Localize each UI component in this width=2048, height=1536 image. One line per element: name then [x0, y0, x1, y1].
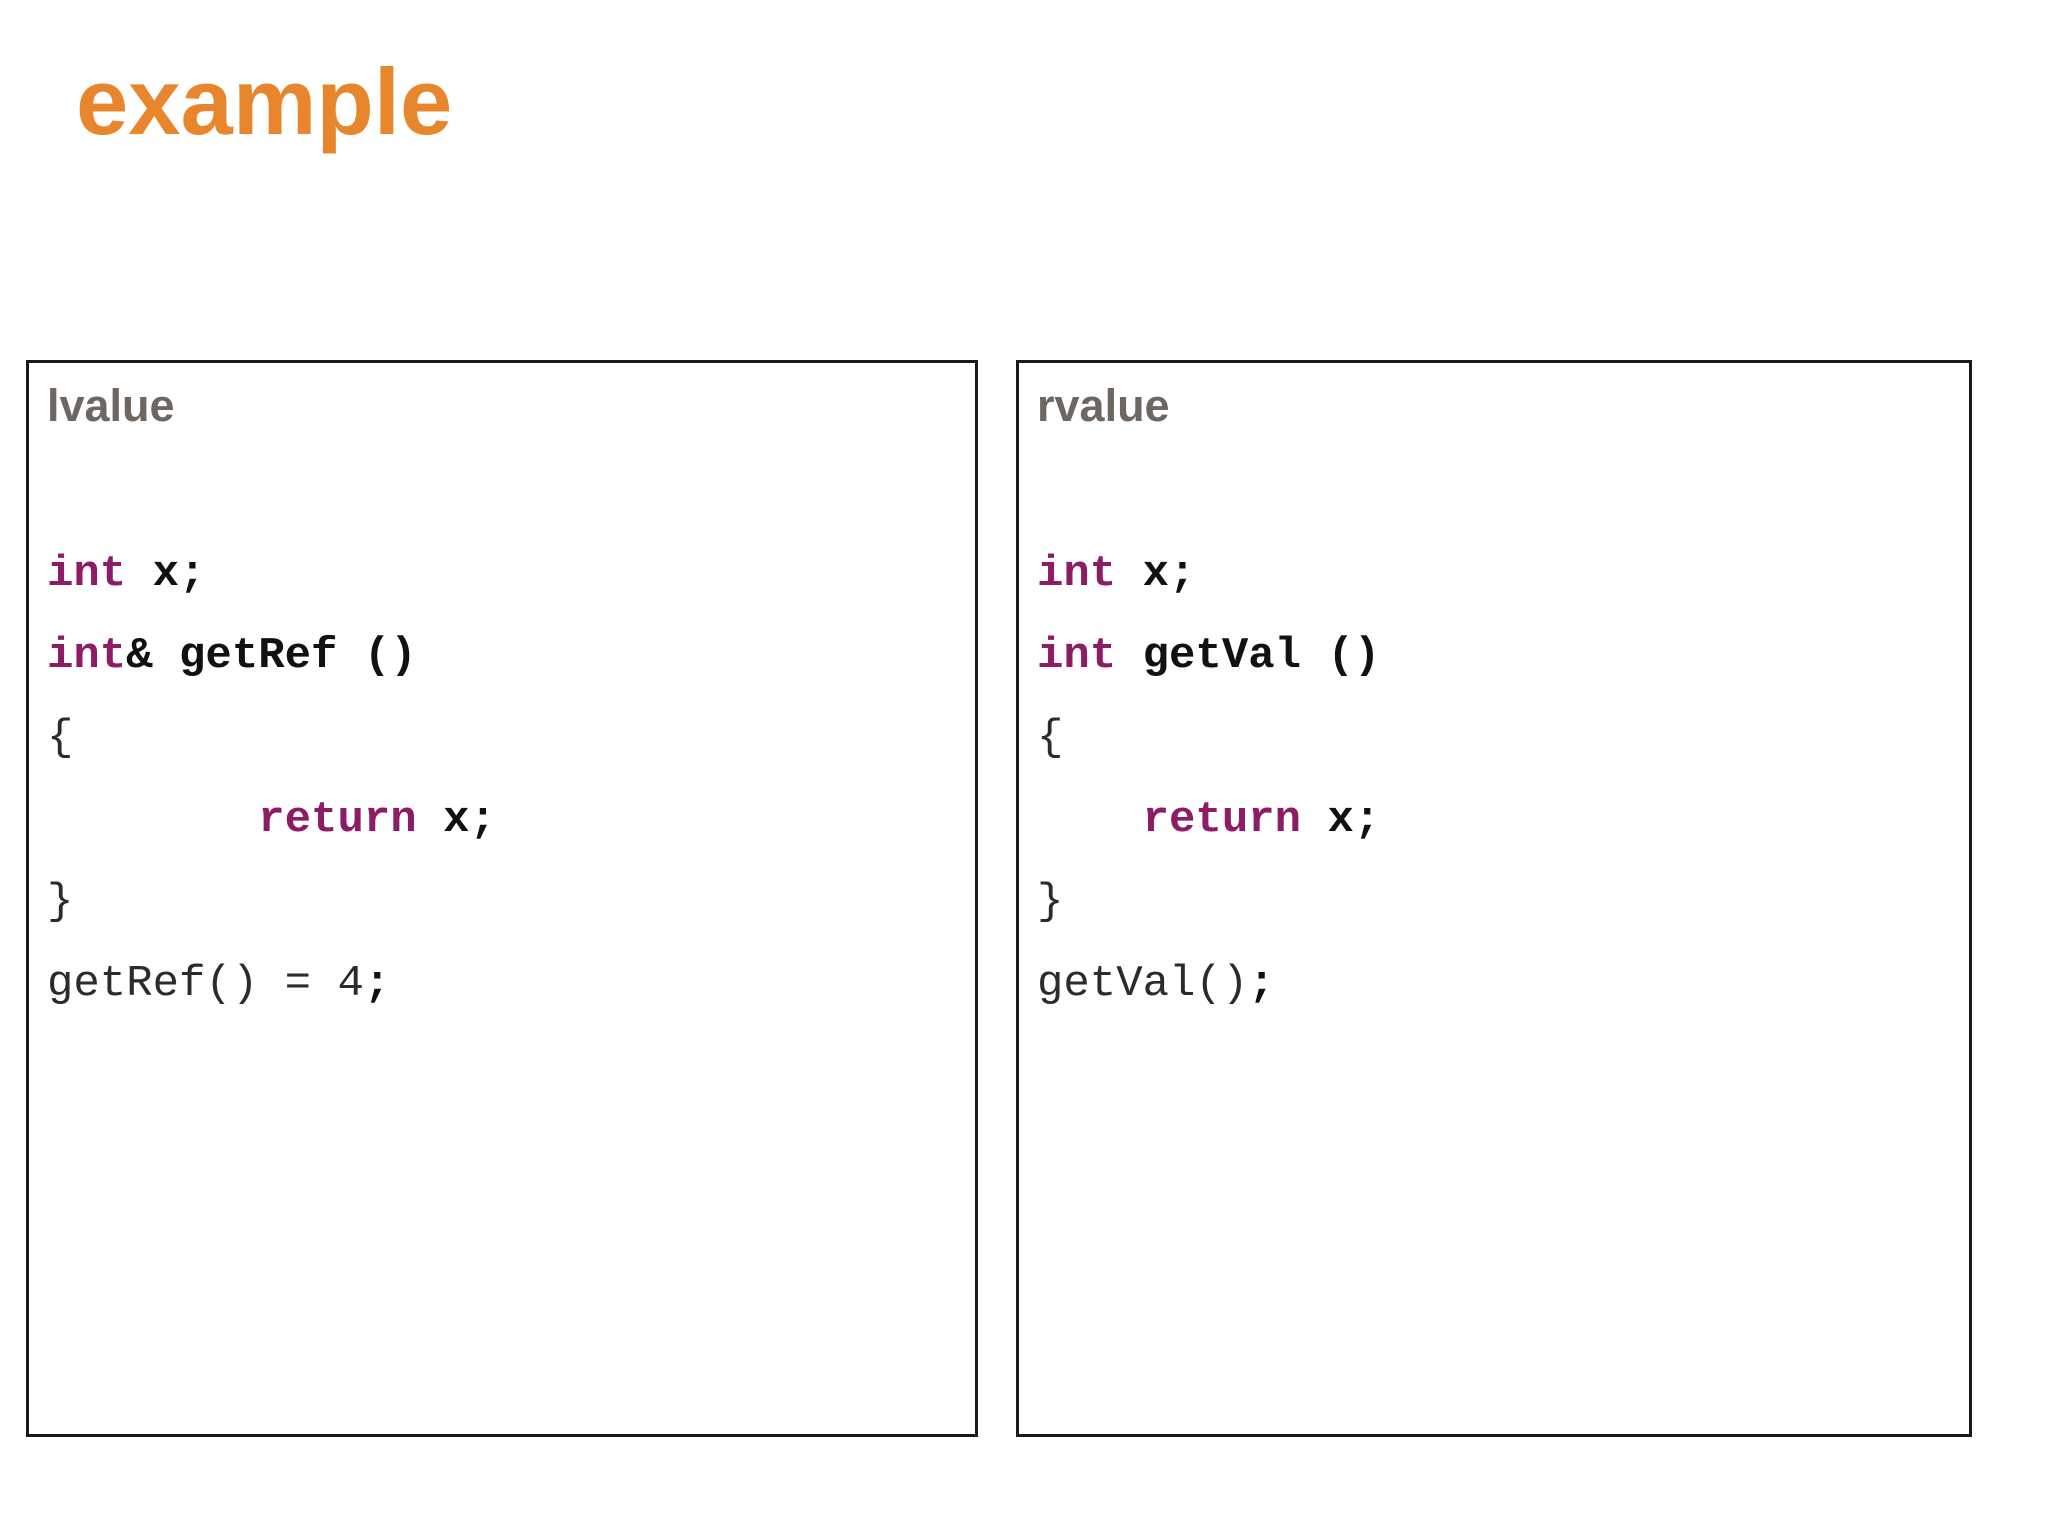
code-token: x;	[1116, 549, 1196, 599]
code-token: int	[1037, 549, 1117, 599]
code-line: return x;	[1037, 779, 1951, 861]
code-token: ;	[363, 959, 391, 1009]
code-token: x;	[126, 549, 206, 599]
rvalue-panel: rvalue int x;int getVal (){ return x;}ge…	[1016, 360, 1972, 1437]
code-token: int	[47, 631, 127, 681]
rvalue-code-block: int x;int getVal (){ return x;}getVal();	[1037, 533, 1951, 1025]
code-line: return x;	[47, 779, 957, 861]
code-line: int x;	[1037, 533, 1951, 615]
code-token: int	[1037, 631, 1117, 681]
code-line: {	[1037, 697, 1951, 779]
code-token: return	[258, 795, 417, 845]
code-line: getVal();	[1037, 943, 1951, 1025]
code-line: int& getRef ()	[47, 615, 957, 697]
code-line: }	[1037, 861, 1951, 943]
code-token: int	[47, 549, 127, 599]
code-token: ;	[1248, 959, 1275, 1009]
code-token	[47, 795, 258, 845]
code-token: return	[1142, 795, 1302, 845]
code-token: getVal ()	[1116, 631, 1381, 681]
code-line: int x;	[47, 533, 957, 615]
code-token: x;	[1301, 795, 1381, 845]
code-token: {	[47, 713, 74, 763]
lvalue-code-block: int x;int& getRef (){ return x;}getRef()…	[47, 533, 957, 1025]
code-line: }	[47, 861, 957, 943]
code-token: & getRef ()	[126, 631, 417, 681]
code-token: getRef() = 4	[47, 959, 364, 1009]
lvalue-panel-label: lvalue	[47, 380, 175, 431]
code-token: x;	[416, 795, 496, 845]
code-token: }	[47, 877, 74, 927]
code-token: {	[1037, 713, 1064, 763]
slide-title: example	[76, 49, 453, 154]
code-line: {	[47, 697, 957, 779]
code-token: getVal()	[1037, 959, 1249, 1009]
code-token: }	[1037, 877, 1064, 927]
lvalue-panel: lvalue int x;int& getRef (){ return x;}g…	[26, 360, 978, 1437]
code-line: int getVal ()	[1037, 615, 1951, 697]
code-token	[1037, 795, 1143, 845]
code-line: getRef() = 4;	[47, 943, 957, 1025]
rvalue-panel-label: rvalue	[1037, 380, 1170, 431]
